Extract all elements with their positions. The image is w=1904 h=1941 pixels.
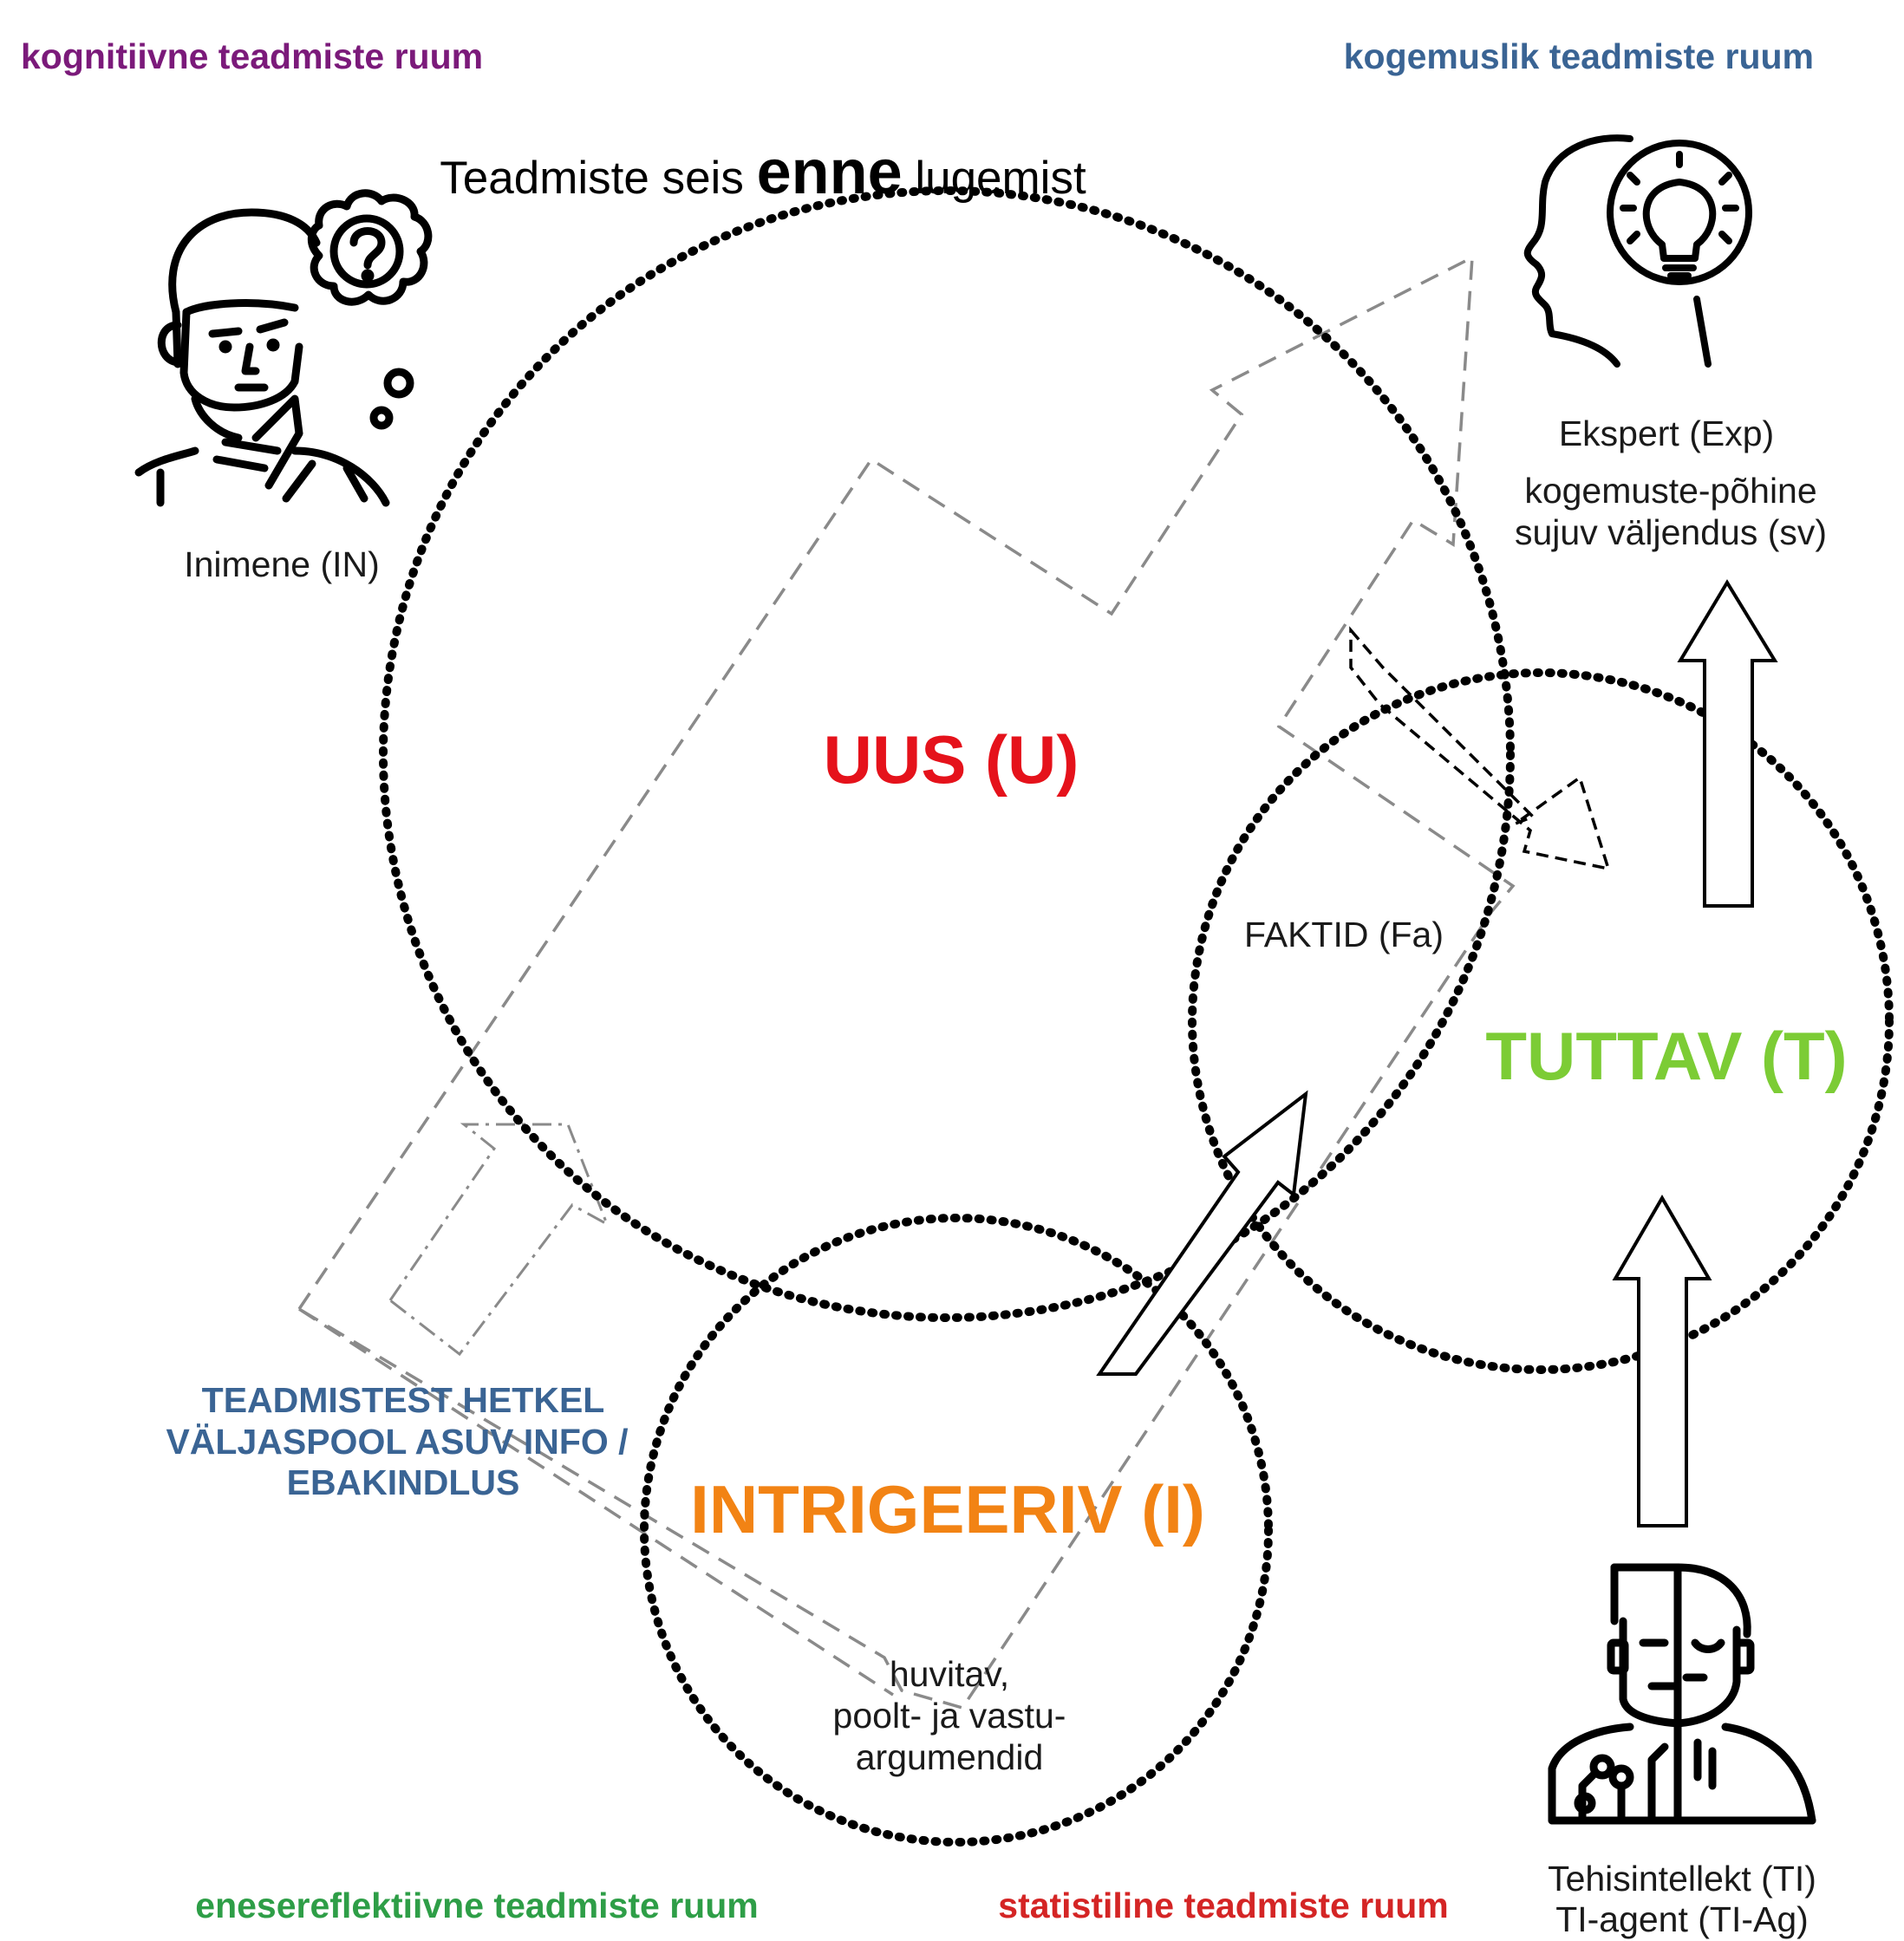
dashed-arrow-new-to-familiar	[1349, 626, 1611, 871]
ai-line-2: TI-agent (TI-Ag)	[1555, 1899, 1809, 1939]
head-lightbulb-icon	[1523, 134, 1752, 368]
diagram-title: Teadmiste seis enne lugemist	[440, 138, 1086, 207]
corner-label-statistical: statistiline teadmiste ruum	[998, 1886, 1448, 1925]
corner-label-experiential: kogemuslik teadmiste ruum	[1344, 36, 1814, 76]
ai-caption: Tehisintellekt (TI) TI-agent (TI-Ag)	[1548, 1859, 1816, 1939]
solid-arrow-ai-to-familiar	[1612, 1195, 1712, 1527]
label-new: UUS (U)	[824, 721, 1079, 798]
label-human: Inimene (IN)	[184, 544, 380, 584]
outside-info-line-2: VÄLJASPOOL ASUV INFO /	[166, 1422, 628, 1462]
outside-info-label: TEADMISTEST HETKEL VÄLJASPOOL ASUV INFO …	[166, 1380, 628, 1502]
label-facts: FAKTID (Fa)	[1244, 915, 1444, 954]
outside-info-line-1: TEADMISTEST HETKEL	[202, 1380, 605, 1420]
label-intriguing: INTRIGEERIV (I)	[690, 1471, 1205, 1547]
label-familiar: TUTTAV (T)	[1485, 1018, 1847, 1094]
corner-label-cognitive: kognitiivne teadmiste ruum	[21, 36, 483, 76]
intriguing-note-line-1: huvitav,	[890, 1654, 1009, 1694]
expert-line-3: sujuv väljendus (sv)	[1515, 512, 1827, 552]
corner-label-self-reflective: enesereflektiivne teadmiste ruum	[195, 1886, 758, 1925]
small-outline-arrow	[388, 1123, 610, 1357]
intriguing-note-line-2: poolt- ja vastu-	[833, 1696, 1066, 1736]
solid-arrow-familiar-to-expert	[1677, 579, 1778, 908]
thinking-person-icon	[134, 189, 433, 507]
ai-line-1: Tehisintellekt (TI)	[1548, 1859, 1816, 1899]
intriguing-note: huvitav, poolt- ja vastu- argumendid	[833, 1654, 1066, 1777]
intriguing-note-line-3: argumendid	[856, 1737, 1044, 1777]
solid-arrow-intriguing-to-familiar	[1096, 1090, 1308, 1376]
expert-line-2: kogemuste-põhine	[1524, 471, 1816, 511]
robot-human-icon	[1548, 1563, 1816, 1825]
expert-caption: Ekspert (Exp) kogemuste-põhine sujuv väl…	[1515, 414, 1827, 552]
title-before: Teadmiste seis	[440, 153, 756, 204]
expert-line-1: Ekspert (Exp)	[1559, 414, 1774, 453]
title-after: lugemist	[903, 153, 1086, 204]
outside-knowledge-arrow	[297, 255, 1516, 1710]
circle-familiar	[1188, 668, 1894, 1374]
circle-intriguing	[640, 1214, 1273, 1847]
circle-new	[379, 186, 1515, 1322]
outside-info-line-3: EBAKINDLUS	[287, 1462, 520, 1502]
